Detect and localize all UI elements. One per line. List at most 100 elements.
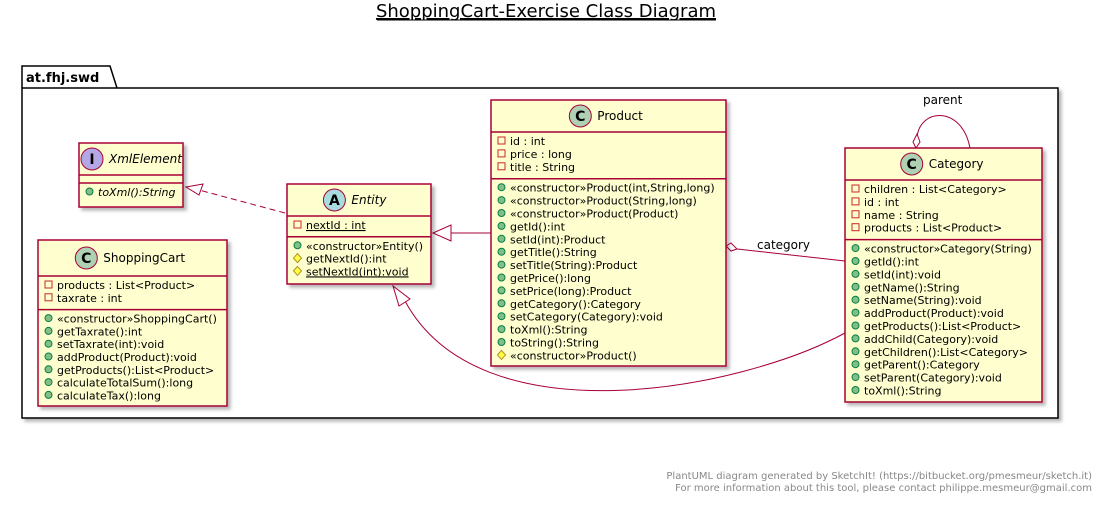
field-private-icon: [851, 210, 860, 219]
class-name: ShoppingCart: [103, 251, 185, 265]
class-method: getTaxrate():int: [57, 325, 143, 338]
parent-self-label: parent: [923, 93, 963, 107]
method-public-icon: [851, 244, 860, 253]
stereotype-letter: I: [89, 152, 94, 168]
class-field: taxrate : int: [57, 292, 123, 305]
method-public-icon: [851, 321, 860, 330]
method-public-icon: [497, 260, 506, 269]
realization-arrowhead: [184, 183, 204, 196]
method-public-icon: [497, 273, 506, 282]
class-method: getChildren():List<Category>: [864, 346, 1028, 359]
generalization-category-arrowhead: [392, 284, 411, 307]
stereotype-circle: [80, 147, 104, 171]
method-public-icon: [44, 365, 53, 374]
method-public-icon: [497, 299, 506, 308]
method-protected-icon: [292, 265, 303, 277]
class-method: setId(int):Product: [510, 233, 606, 246]
class-method: setPrice(long):Product: [510, 285, 632, 298]
method-public-icon: [851, 282, 860, 291]
class-field: name : String: [864, 209, 939, 222]
class-method: getCategory():Category: [510, 298, 641, 311]
generalization-product-arrowhead: [431, 224, 452, 242]
class-method: getPrice():long: [510, 272, 591, 285]
package-tab: [21, 65, 118, 89]
class-method: «constructor»Product(): [510, 349, 637, 362]
class-field: price : long: [510, 148, 572, 161]
method-public-icon: [44, 390, 53, 399]
method-public-icon: [851, 334, 860, 343]
class-method: getNextId():int: [306, 253, 387, 266]
class-box: [37, 239, 228, 407]
method-public-icon: [851, 308, 860, 317]
class-category[interactable]: C Category children : List<Category>id : i…: [844, 147, 1043, 403]
class-method: getParent():Category: [864, 359, 980, 372]
class-method: setTitle(String):Product: [510, 259, 638, 272]
class-method: setCategory(Category):void: [510, 311, 663, 324]
class-method: getId():int: [864, 256, 920, 269]
class-method: «constructor»Product(Product): [510, 208, 678, 221]
aggregation-category-diamond: [725, 242, 738, 252]
method-public-icon: [851, 257, 860, 265]
aggregation-category-edge: [736, 248, 846, 262]
class-method: toString():String: [510, 337, 599, 350]
class-method: addChild(Category):void: [864, 333, 998, 346]
class-method: getTitle():String: [510, 246, 597, 259]
method-public-icon: [44, 326, 53, 335]
class-field: id : int: [864, 196, 900, 209]
method-public-icon: [497, 209, 506, 217]
method-public-icon: [497, 196, 506, 205]
method-public-icon: [851, 295, 860, 304]
method-public-icon: [851, 347, 860, 356]
field-private-icon: [293, 220, 302, 229]
class-field: children : List<Category>: [864, 183, 1007, 196]
method-public-icon: [497, 183, 506, 192]
method-public-icon: [497, 286, 506, 295]
class-method: setNextId(int):void: [306, 265, 409, 278]
class-method: «constructor»Product(String,long): [510, 195, 697, 208]
stereotype-letter: C: [907, 157, 917, 173]
method-public-icon: [44, 314, 53, 323]
method-public-icon: [497, 221, 506, 230]
class-method: «constructor»Category(String): [864, 243, 1032, 256]
class-method: toXml():String: [510, 324, 587, 337]
class-field: nextId : int: [306, 219, 366, 232]
class-method: setName(String):void: [864, 294, 982, 307]
field-private-icon: [497, 149, 506, 158]
diagram-title: ShoppingCart-Exercise Class Diagram: [376, 1, 716, 22]
method-public-icon: [851, 386, 860, 394]
method-protected-icon: [292, 252, 303, 264]
field-private-icon: [851, 184, 860, 193]
class-method: getName():String: [864, 281, 960, 294]
class-name: Category: [929, 157, 984, 171]
class-method: addProduct(Product):void: [864, 307, 1004, 320]
class-field: products : List<Product>: [864, 222, 1002, 235]
realization-edge: [198, 189, 286, 214]
class-method: «constructor»Product(int,String,long): [510, 182, 715, 195]
stereotype-circle: [74, 246, 98, 270]
method-public-icon: [44, 352, 53, 361]
class-method: setParent(Category):void: [864, 372, 1002, 385]
field-private-icon: [851, 197, 860, 206]
method-public-icon: [85, 187, 94, 196]
class-field: title : String: [510, 161, 575, 174]
footer-line-1: PlantUML diagram generated by SketchIt! …: [666, 471, 1092, 482]
class-method: getId():int: [510, 220, 566, 233]
generalization-category-edge: [404, 300, 846, 392]
stereotype-letter: C: [81, 251, 91, 267]
stereotype-letter: A: [329, 193, 340, 209]
field-private-icon: [44, 293, 53, 302]
method-protected-icon: [496, 349, 507, 361]
class-method: toXml():String: [864, 385, 941, 398]
field-private-icon: [497, 136, 506, 145]
aggregation-category-label: category: [757, 238, 810, 252]
class-field: id : int: [510, 135, 546, 148]
class-method: calculateTotalSum():long: [57, 377, 193, 390]
method-public-icon: [497, 247, 506, 256]
field-private-icon: [851, 223, 860, 232]
stereotype-circle: [322, 188, 346, 212]
class-method: setTaxrate(int):void: [57, 338, 164, 351]
